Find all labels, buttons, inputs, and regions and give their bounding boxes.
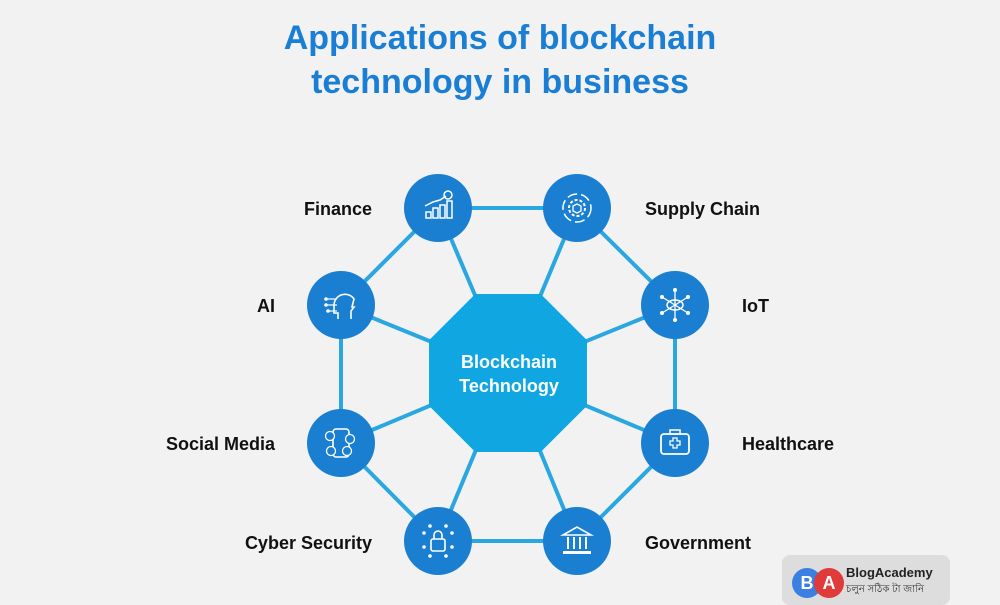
label-supply-chain: Supply Chain (645, 199, 761, 219)
label-healthcare: Healthcare (742, 434, 835, 454)
node-iot (641, 271, 709, 339)
node-government (543, 507, 611, 575)
blogacademy-logo: B A BlogAcademy চলুন সঠিক টা জানি (782, 555, 950, 605)
label-finance: Finance (303, 199, 372, 219)
node-supply-chain (543, 174, 611, 242)
label-cyber-security: Cyber Security (244, 533, 372, 553)
node-finance (404, 174, 472, 242)
cyber-lock-icon (422, 524, 454, 558)
ai-head-icon (324, 293, 356, 319)
label-social-media: Social Media (165, 434, 275, 454)
center-octagon (429, 294, 587, 452)
node-healthcare (641, 409, 709, 477)
label-government: Government (645, 533, 752, 553)
label-iot: IoT (742, 296, 769, 316)
node-ai (307, 271, 375, 339)
node-cyber-security (404, 507, 472, 575)
finance-chart-icon (424, 190, 453, 219)
supply-chain-gear-icon (562, 193, 592, 223)
social-phone-icon (324, 428, 356, 458)
medical-kit-icon (660, 429, 690, 455)
iot-cloud-icon (660, 288, 690, 322)
label-ai: AI (257, 296, 275, 316)
government-building-icon (559, 526, 595, 554)
node-social-media (307, 409, 375, 477)
